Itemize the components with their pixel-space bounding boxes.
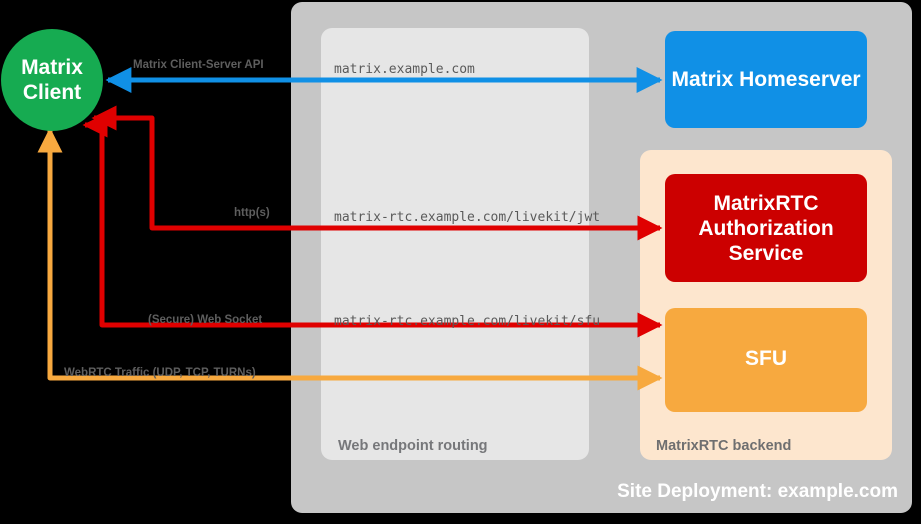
node-matrix-homeserver[interactable]	[665, 31, 867, 128]
node-sfu[interactable]	[665, 308, 867, 412]
panel-web-endpoint-routing	[321, 28, 589, 460]
node-matrixrtc-authorization-service[interactable]	[665, 174, 867, 282]
node-matrix-client[interactable]	[1, 29, 103, 131]
edge-webrtc-traffic	[37, 127, 663, 391]
